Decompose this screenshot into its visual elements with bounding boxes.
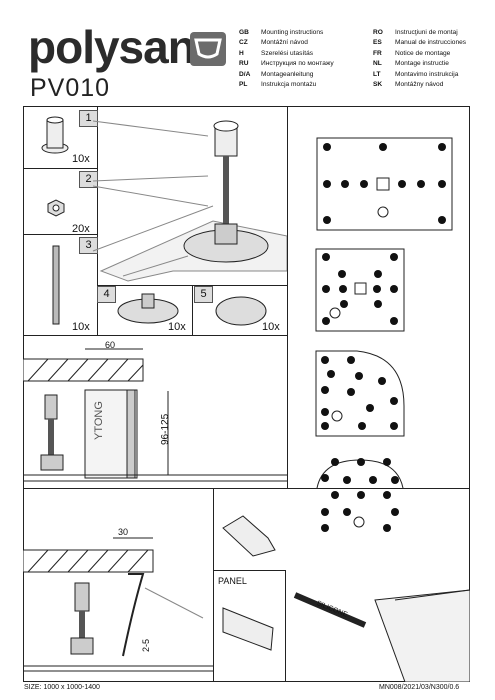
- hole-dot: [383, 491, 391, 499]
- silicone-drawing: [293, 589, 470, 682]
- hole-pattern-square-large: [316, 137, 453, 231]
- hole-dot: [383, 524, 391, 532]
- hole-dot: [331, 458, 339, 466]
- part-base-icon: [117, 293, 179, 324]
- divider: [192, 285, 193, 335]
- hole-dot: [391, 508, 399, 516]
- divider: [97, 106, 98, 335]
- divider: [23, 335, 287, 336]
- divider: [23, 168, 97, 169]
- section-ytong-drawing: [23, 348, 287, 482]
- section-panel-drawing: [23, 537, 213, 672]
- hole-outline: [353, 516, 365, 528]
- divider: [213, 488, 214, 682]
- hole-dot: [321, 474, 329, 482]
- divider: [23, 234, 97, 235]
- dimension-label: 60: [105, 340, 116, 350]
- hole-dot: [331, 491, 339, 499]
- part-rod-icon: [52, 245, 60, 325]
- hole-dot: [357, 458, 365, 466]
- divider: [23, 488, 470, 489]
- part-nut-icon: [47, 199, 65, 217]
- hole-dot: [343, 476, 351, 484]
- hole-pattern-d-shape-dots: [321, 458, 399, 532]
- part-number-badge: 1: [79, 110, 98, 127]
- panel-label: PANEL: [218, 576, 247, 586]
- part-number-badge: 5: [194, 286, 213, 303]
- hole-pattern-square-small: [315, 248, 405, 332]
- divider: [287, 106, 288, 488]
- part-number-badge: 3: [79, 237, 98, 254]
- dimension-label: 30: [118, 527, 129, 537]
- assembly-drawing: [92, 120, 287, 282]
- hole-dot: [391, 476, 399, 484]
- footer-size: SIZE: 1000 x 1000-1400: [24, 684, 100, 691]
- hole-pattern-diagrams: [315, 137, 453, 488]
- model-number: PV010: [30, 74, 111, 102]
- hole-dot: [357, 491, 365, 499]
- instruction-frame: [23, 106, 470, 682]
- hole-dot: [369, 476, 377, 484]
- footer-code: MN008/2021/03/N300/0.6: [379, 684, 460, 691]
- part-quantity: 10x: [168, 321, 186, 333]
- part-number-badge: 2: [79, 171, 98, 188]
- dimension-label: 96-125: [160, 413, 171, 445]
- parts-illustration: [41, 116, 287, 326]
- part-pad-icon: [215, 296, 267, 326]
- hole-dot: [321, 508, 329, 516]
- part-number-badge: 4: [97, 286, 116, 303]
- part-quantity: 10x: [72, 321, 90, 333]
- dimension-label: 2-5: [141, 638, 151, 652]
- brand-logo-icon: [190, 32, 226, 66]
- part-quantity: 20x: [72, 223, 90, 235]
- panel-strip-drawing: [222, 607, 274, 651]
- hole-dot: [343, 508, 351, 516]
- panel-clip-drawing: [222, 515, 276, 557]
- divider: [285, 570, 286, 682]
- part-cap-icon: [41, 116, 69, 154]
- wall-label: YTONG: [93, 401, 105, 440]
- part-quantity: 10x: [72, 153, 90, 165]
- hole-dot: [321, 524, 329, 532]
- brand-logo-text: polysan: [28, 21, 196, 73]
- hole-dot: [383, 458, 391, 466]
- divider: [213, 570, 285, 571]
- hole-pattern-quarter-round: [315, 350, 405, 437]
- part-quantity: 10x: [262, 321, 280, 333]
